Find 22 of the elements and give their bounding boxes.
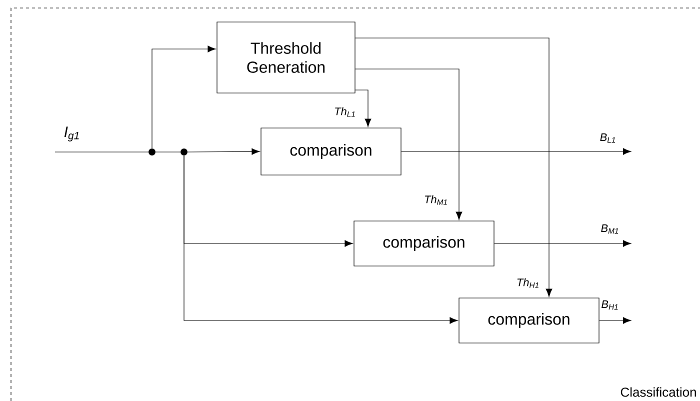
arrow	[355, 38, 552, 297]
junction-dot	[180, 148, 188, 156]
edge-label: B$_{L1}$	[598, 132, 618, 144]
process-box: comparison	[458, 298, 600, 344]
arrow	[152, 46, 216, 149]
edge-label: Th$_{H1}$	[515, 277, 541, 289]
process-box: comparison	[354, 220, 494, 266]
arrow	[355, 68, 462, 220]
arrow	[401, 148, 632, 155]
arrow	[599, 317, 632, 324]
edge-label: B$_{M1}$	[600, 223, 620, 235]
edge-label: Th$_{L1}$	[333, 106, 357, 118]
process-box: comparison	[260, 128, 402, 176]
arrow	[187, 148, 260, 155]
arrow	[494, 240, 632, 247]
process-box: Threshold Generation	[216, 22, 356, 94]
junction-dot	[148, 148, 156, 156]
arrow	[355, 90, 372, 127]
edge-label: I$_{g1}$	[62, 126, 82, 142]
edge-label: B$_{H1}$	[600, 299, 620, 311]
arrow	[184, 155, 458, 324]
edge-label: Th$_{M1}$	[423, 194, 450, 206]
